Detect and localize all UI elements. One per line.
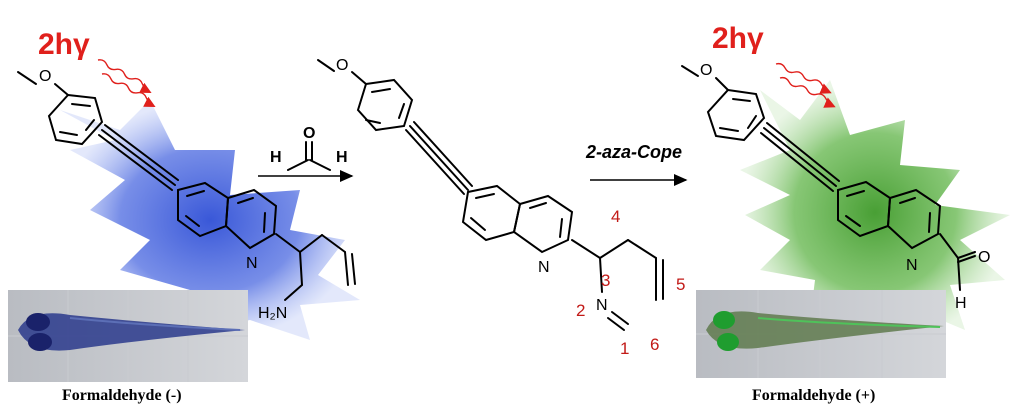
left-panel: 2hγ O N H₂N	[8, 28, 360, 404]
caption-right: Formaldehyde (+)	[752, 387, 875, 404]
atom-o-middle: O	[336, 57, 348, 74]
atom-o-aldehyde: O	[978, 249, 990, 266]
reagent-atom-o: O	[303, 125, 315, 142]
zebrafish-image-right	[696, 290, 946, 378]
reagent-formaldehyde: O H H	[270, 125, 348, 171]
position-number-5: 5	[676, 275, 685, 294]
reagent-atom-h-right: H	[336, 149, 348, 166]
atom-h-aldehyde: H	[955, 295, 967, 312]
atom-h2n-left: H₂N	[258, 305, 287, 322]
photon-label-right: 2hγ	[712, 22, 764, 55]
position-number-1: 1	[620, 339, 629, 358]
reagent-atom-h-left: H	[270, 149, 282, 166]
atom-o-left: O	[39, 68, 51, 85]
green-glow-burst	[740, 80, 1010, 345]
blue-glow-burst	[60, 100, 360, 340]
position-number-6: 6	[650, 335, 659, 354]
photon-arrows-right	[775, 62, 836, 108]
photon-label-left: 2hγ	[38, 28, 90, 61]
atom-n-imine-middle: N	[596, 297, 608, 314]
atom-n-left: N	[246, 255, 258, 272]
arrow-label-aza-cope: 2-aza-Cope	[585, 142, 682, 162]
atom-n-ring-middle: N	[538, 259, 550, 276]
middle-intermediate: O N N 1 2 3 4 5 6	[317, 57, 685, 358]
zebrafish-image-left	[8, 290, 248, 382]
caption-left: Formaldehyde (-)	[62, 387, 182, 404]
position-number-2: 2	[576, 301, 585, 320]
position-number-4: 4	[611, 207, 620, 226]
atom-o-right: O	[700, 62, 712, 79]
right-panel: 2hγ O N O H	[681, 22, 1010, 404]
photon-arrows-left	[97, 59, 156, 108]
atom-n-right: N	[906, 257, 918, 274]
position-number-3: 3	[601, 271, 610, 290]
